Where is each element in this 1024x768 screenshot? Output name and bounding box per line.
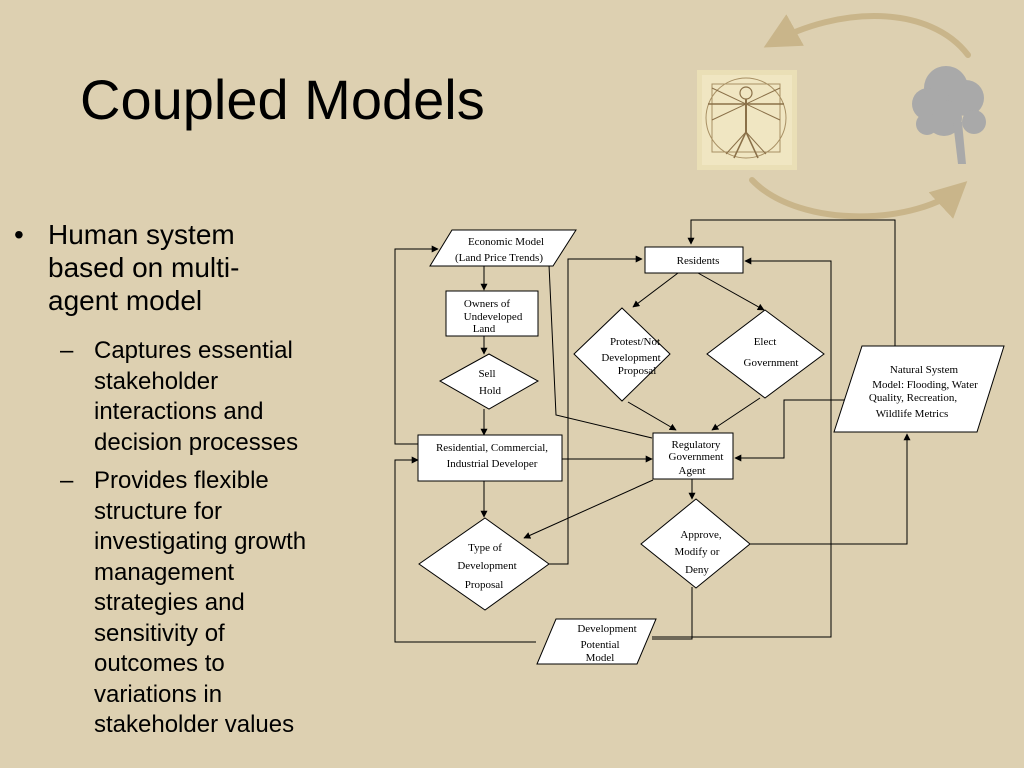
node-label: (Land Price Trends)	[455, 252, 543, 264]
subbullet-line: variations in	[94, 680, 223, 708]
node-label: Elect	[754, 336, 777, 348]
node-label: Development	[457, 560, 516, 572]
node-label: Natural System	[890, 364, 959, 376]
node-label: Residents	[677, 255, 720, 267]
subbullet-line: stakeholder values	[94, 711, 295, 738]
economic-model-node	[429, 229, 577, 267]
node-label: Development	[601, 352, 660, 364]
node-label: Protest/Not	[610, 336, 660, 348]
node-label: Deny	[685, 564, 709, 576]
subbullet-line: interactions and	[94, 398, 264, 425]
approve-node	[640, 498, 751, 589]
subbullet-line: sensitivity of	[94, 619, 225, 647]
protest-node	[573, 307, 671, 402]
node-label: Land	[473, 323, 496, 335]
subbullet-line: decision processes	[94, 428, 299, 456]
tree-icon	[912, 66, 986, 164]
node-label: Model	[586, 652, 615, 664]
node-label: Proposal	[618, 365, 657, 377]
bullet-line: Human system	[48, 219, 235, 250]
node-label: Approve,	[680, 529, 721, 541]
cycle-arrow-icon	[749, 13, 971, 220]
node-label: Industrial Developer	[447, 458, 538, 470]
node-label: Model: Flooding, Water	[872, 379, 978, 391]
subbullet-line: management	[94, 558, 235, 586]
developer-node	[417, 434, 563, 482]
subbullet-line: investigating growth	[94, 528, 307, 555]
subbullet-marker: –	[60, 467, 74, 494]
node-label: Regulatory	[672, 439, 721, 451]
subbullet-item: – Captures essential stakeholder interac…	[60, 336, 359, 458]
residents-node	[644, 246, 744, 274]
bullet-marker: •	[14, 219, 24, 250]
development-potential-node	[536, 618, 657, 665]
subbullet-line: outcomes to	[94, 650, 225, 677]
node-label: Government	[744, 357, 799, 369]
bullet-item: • Human system based on multi- agent mod…	[14, 218, 348, 317]
subbullet-line: Provides flexible	[94, 467, 269, 494]
node-label: Development	[577, 623, 636, 635]
subbullet-line: structure for	[94, 497, 223, 525]
slide-title: Coupled Models	[80, 68, 485, 131]
bullet-line: based on multi-	[48, 252, 240, 283]
owners-node	[445, 290, 539, 337]
vitruvian-man-icon	[697, 70, 797, 170]
node-label: Potential	[580, 639, 619, 651]
node-label: Type of	[468, 542, 502, 554]
node-label: Wildlife Metrics	[876, 408, 949, 420]
natural-system-node	[833, 345, 1005, 433]
node-label: Undeveloped	[464, 311, 523, 323]
subbullet-marker: –	[60, 337, 74, 364]
node-label: Government	[669, 451, 724, 463]
node-label: Owners of	[464, 298, 510, 310]
sell-hold-node	[438, 353, 540, 410]
regulatory-node	[652, 432, 734, 480]
node-label: Sell	[478, 368, 495, 380]
subbullet-line: Captures essential	[94, 337, 293, 364]
bullet-line: agent model	[48, 285, 203, 316]
node-label: Hold	[479, 385, 502, 397]
subbullet-line: stakeholder	[94, 367, 219, 395]
node-label: Residential, Commercial,	[436, 442, 548, 454]
node-label: Modify or	[675, 546, 720, 558]
subbullet-item: – Provides flexible structure for invest…	[60, 466, 359, 741]
elect-node	[706, 309, 825, 399]
subbullet-line: strategies and	[94, 589, 245, 616]
node-label: Quality, Recreation,	[869, 392, 957, 404]
node-label: Agent	[679, 465, 706, 477]
node-label: Proposal	[465, 579, 504, 591]
type-of-development-node	[418, 517, 550, 611]
node-label: Economic Model	[468, 236, 544, 248]
